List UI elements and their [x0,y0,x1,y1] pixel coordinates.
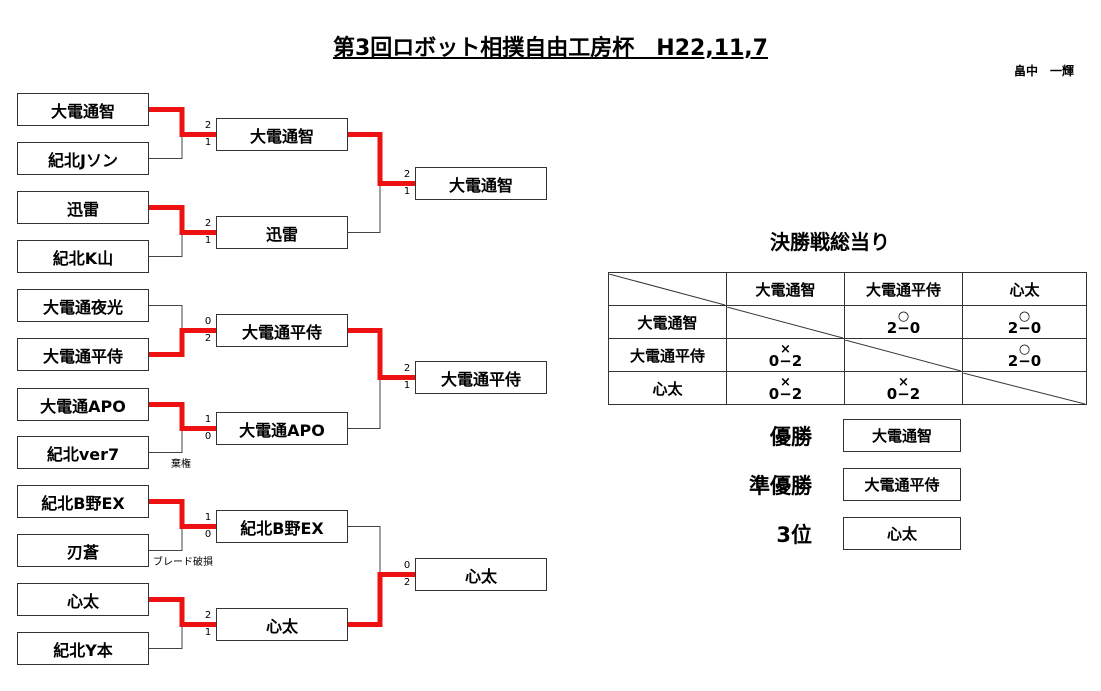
result-score: 2−0 [1007,352,1042,370]
rank-label: 準優勝 [749,474,812,498]
match-score: 0 [204,315,212,327]
bracket-line [149,232,183,257]
round1-entry: 大電通夜光 [17,289,149,322]
winner-line [149,499,216,529]
round2-entry: 大電通平侍 [216,314,348,347]
round1-entry: 紀北Jソン [17,142,149,175]
result-cell: ○2−0 [962,305,1087,339]
match-score: 1 [403,185,411,197]
match-score: 1 [204,511,212,523]
winner-line [348,328,415,380]
winner-line [149,205,216,235]
round2-entry: 迅雷 [216,216,348,249]
round1-entry: 大電通平侍 [17,338,149,371]
loss-mark-icon: × [780,342,791,357]
round2-entry: 心太 [216,608,348,641]
self-cell [726,305,845,339]
round1-entry: 紀北B野EX [17,485,149,518]
forfeit-note: 棄権 [171,459,191,470]
winner-line [348,132,415,186]
round1-entry: 大電通智 [17,93,149,126]
match-score: 2 [403,168,411,180]
result-cell: ×0−2 [844,371,963,405]
result-cell: ○2−0 [962,338,1087,372]
match-score: 0 [403,559,411,571]
self-cell [962,371,1087,405]
match-score: 2 [403,362,411,374]
match-score: 1 [403,379,411,391]
bracket-line [149,526,183,551]
bracket-line [149,305,183,331]
winner-line [149,328,216,357]
blade-damage-note: ブレード破損 [153,557,213,568]
round2-entry: 大電通智 [216,118,348,151]
match-score: 0 [204,430,212,442]
result-score: 0−2 [886,385,921,403]
result-score: 0−2 [768,385,803,403]
table-corner [608,272,727,306]
round1-entry: 迅雷 [17,191,149,224]
result-cell: ×0−2 [726,371,845,405]
round2-entry: 紀北B野EX [216,510,348,543]
rank-name: 心太 [843,517,961,550]
row-header: 大電通智 [608,305,727,339]
final-title: 決勝戦総当り [770,230,890,254]
win-mark-icon: ○ [897,309,910,324]
bracket-line [348,377,381,429]
match-score: 0 [204,528,212,540]
bracket-line [149,134,183,159]
page-title: 第3回ロボット相撲自由工房杯 H22,11,7 [333,36,768,61]
loss-mark-icon: × [898,375,909,390]
header-cell: 心太 [962,272,1087,306]
result-score: 0−2 [768,352,803,370]
round2-entry: 大電通APO [216,412,348,445]
match-score: 1 [204,234,212,246]
rank-label: 3位 [776,523,812,547]
match-score: 1 [204,413,212,425]
round1-entry: 刃蒼 [17,534,149,567]
round1-entry: 紀北ver7 [17,436,149,469]
header-cell: 大電通智 [726,272,845,306]
match-score: 1 [204,626,212,638]
match-score: 2 [204,217,212,229]
result-score: 2−0 [886,319,921,337]
loss-mark-icon: × [780,375,791,390]
row-header: 心太 [608,371,727,405]
round1-entry: 大電通APO [17,388,149,421]
rank-name: 大電通平侍 [843,468,961,501]
winner-line [149,107,216,137]
round1-entry: 紀北Y本 [17,632,149,665]
result-cell: ×0−2 [726,338,845,372]
match-score: 2 [204,119,212,131]
win-mark-icon: ○ [1018,342,1031,357]
round3-entry: 大電通智 [415,167,547,200]
bracket-line [149,428,183,453]
round3-entry: 心太 [415,558,547,591]
author-name: 畠中 一輝 [1014,64,1075,78]
match-score: 1 [204,136,212,148]
bracket-line [149,624,183,649]
row-header: 大電通平侍 [608,338,727,372]
round1-entry: 心太 [17,583,149,616]
win-mark-icon: ○ [1018,309,1031,324]
header-cell: 大電通平侍 [844,272,963,306]
winner-line [149,402,216,431]
result-cell: ○2−0 [844,305,963,339]
bracket-line [348,183,381,233]
rank-name: 大電通智 [843,419,961,452]
rank-label: 優勝 [770,425,812,449]
round3-entry: 大電通平侍 [415,361,547,394]
result-score: 2−0 [1007,319,1042,337]
round1-entry: 紀北K山 [17,240,149,273]
bracket-line [348,526,381,575]
winner-line [149,597,216,627]
winner-line [348,572,415,627]
match-score: 2 [204,609,212,621]
match-score: 2 [204,332,212,344]
self-cell [844,338,963,372]
match-score: 2 [403,576,411,588]
